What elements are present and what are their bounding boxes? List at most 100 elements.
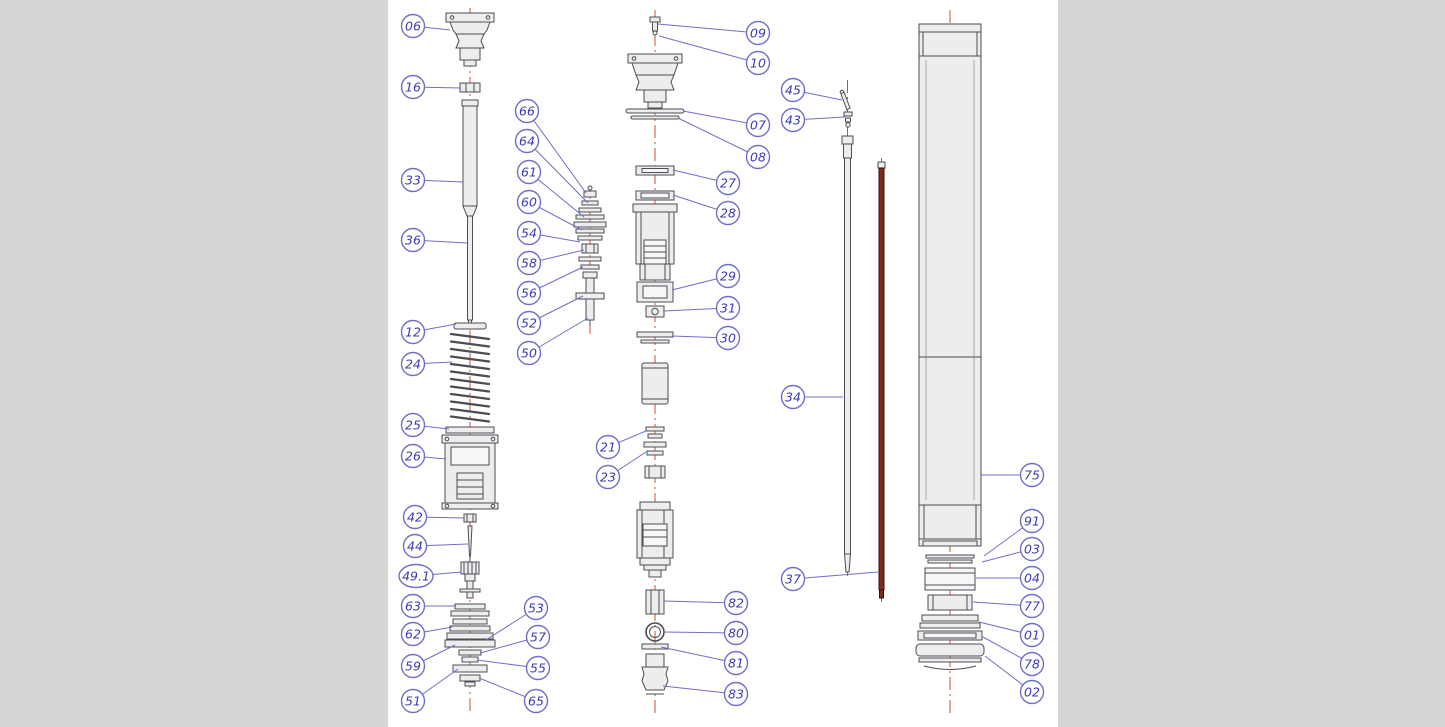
part-58-nut: [581, 243, 599, 254]
callout-label-78: 78: [1024, 657, 1040, 672]
callout-24: 24: [400, 351, 426, 377]
part-55-washer: [461, 656, 479, 663]
part-56-washer: [578, 256, 602, 262]
callout-03: 03: [1019, 536, 1045, 562]
part-42-valve: [463, 513, 477, 523]
callout-53: 53: [523, 595, 549, 621]
leader-line-64: [526, 140, 589, 204]
part-91-ring: [925, 554, 975, 559]
callout-62: 62: [400, 621, 426, 647]
callout-49.1: 49.1: [398, 563, 434, 589]
leader-line-10: [658, 35, 759, 64]
leader-line-07: [682, 110, 759, 126]
callout-label-65: 65: [528, 694, 544, 709]
part-26-cartridge-body: [441, 434, 499, 510]
callout-label-82: 82: [728, 596, 744, 611]
part-23-washers: [643, 441, 667, 456]
callout-label-54: 54: [521, 226, 537, 241]
shim-stack: [573, 200, 607, 241]
left-assembly: [441, 12, 499, 687]
part-04-bushing: [924, 567, 976, 591]
part-64-cap: [583, 190, 597, 198]
callout-label-01: 01: [1024, 628, 1040, 643]
callout-56: 56: [516, 280, 542, 306]
part-33-damper-tube: [461, 99, 479, 217]
callout-label-57: 57: [530, 630, 546, 645]
callout-label-49.1: 49.1: [402, 569, 430, 584]
rod-assembly: [839, 89, 886, 599]
part-62-washer: [450, 610, 490, 617]
part-12-washer: [453, 322, 487, 330]
callout-10: 10: [745, 50, 771, 76]
callout-label-06: 06: [405, 19, 421, 34]
callout-08: 08: [745, 144, 771, 170]
callout-61: 61: [516, 159, 542, 185]
callout-label-10: 10: [750, 56, 766, 71]
callout-29: 29: [715, 263, 741, 289]
callout-04: 04: [1019, 565, 1045, 591]
callout-54: 54: [516, 220, 542, 246]
part-21-washers: [645, 426, 665, 439]
callout-label-81: 81: [728, 656, 744, 671]
part-54-washer: [580, 264, 600, 270]
right-assembly: [915, 23, 985, 670]
callout-23: 23: [595, 464, 621, 490]
part-30-washer: [636, 331, 674, 344]
mid-fork-cap: [627, 53, 683, 109]
part-81-washer: [641, 643, 669, 650]
callout-label-37: 37: [785, 572, 801, 587]
callout-78: 78: [1019, 651, 1045, 677]
callout-12: 12: [400, 319, 426, 345]
mid-tube-segment: [641, 362, 669, 405]
callout-label-77: 77: [1024, 599, 1040, 614]
callout-50: 50: [516, 340, 542, 366]
callout-58: 58: [516, 250, 542, 276]
callout-label-75: 75: [1024, 468, 1040, 483]
callout-81: 81: [723, 650, 749, 676]
callout-label-27: 27: [720, 176, 736, 191]
part-31-fitting: [645, 305, 665, 318]
callout-label-58: 58: [521, 256, 537, 271]
leader-line-37: [792, 571, 879, 580]
callouts-layer: 0616333612242526424449.16362595153575565…: [398, 13, 1045, 714]
part-09-10-screw: [649, 16, 661, 36]
callout-91: 91: [1019, 508, 1045, 534]
part-43-fitting: [843, 111, 853, 128]
callout-label-16: 16: [405, 80, 421, 95]
callout-60: 60: [516, 189, 542, 215]
part-59-53-shim-stack: [444, 618, 496, 648]
callout-label-45: 45: [785, 83, 801, 98]
leader-line-08: [677, 117, 759, 158]
part-66-ball: [587, 185, 593, 191]
part-51-washer: [452, 664, 488, 673]
callout-44: 44: [402, 533, 428, 559]
callout-45: 45: [780, 77, 806, 103]
callout-label-02: 02: [1024, 685, 1040, 700]
callout-77: 77: [1019, 593, 1045, 619]
callout-label-30: 30: [720, 331, 736, 346]
callout-label-63: 63: [405, 599, 421, 614]
callout-43: 43: [780, 107, 806, 133]
callout-label-25: 25: [405, 418, 421, 433]
callout-label-64: 64: [519, 134, 535, 149]
callout-label-36: 36: [405, 233, 421, 248]
callout-label-55: 55: [530, 661, 546, 676]
callout-label-33: 33: [405, 173, 421, 188]
part-45-needle: [839, 89, 851, 111]
callout-label-52: 52: [521, 316, 537, 331]
callout-59: 59: [400, 653, 426, 679]
part-25-spring-seat: [445, 426, 495, 434]
part-57-washer: [458, 649, 482, 656]
callout-34: 34: [780, 384, 806, 410]
callout-label-56: 56: [521, 286, 537, 301]
callout-42: 42: [402, 504, 428, 530]
part-34-push-rod: [841, 135, 854, 573]
part-36-push-rod: [467, 215, 473, 326]
leader-line-09: [657, 23, 759, 34]
callout-06: 06: [400, 13, 426, 39]
callout-label-21: 21: [600, 440, 616, 455]
part-44-needle: [467, 525, 473, 562]
part-06-fork-cap: [445, 12, 495, 67]
